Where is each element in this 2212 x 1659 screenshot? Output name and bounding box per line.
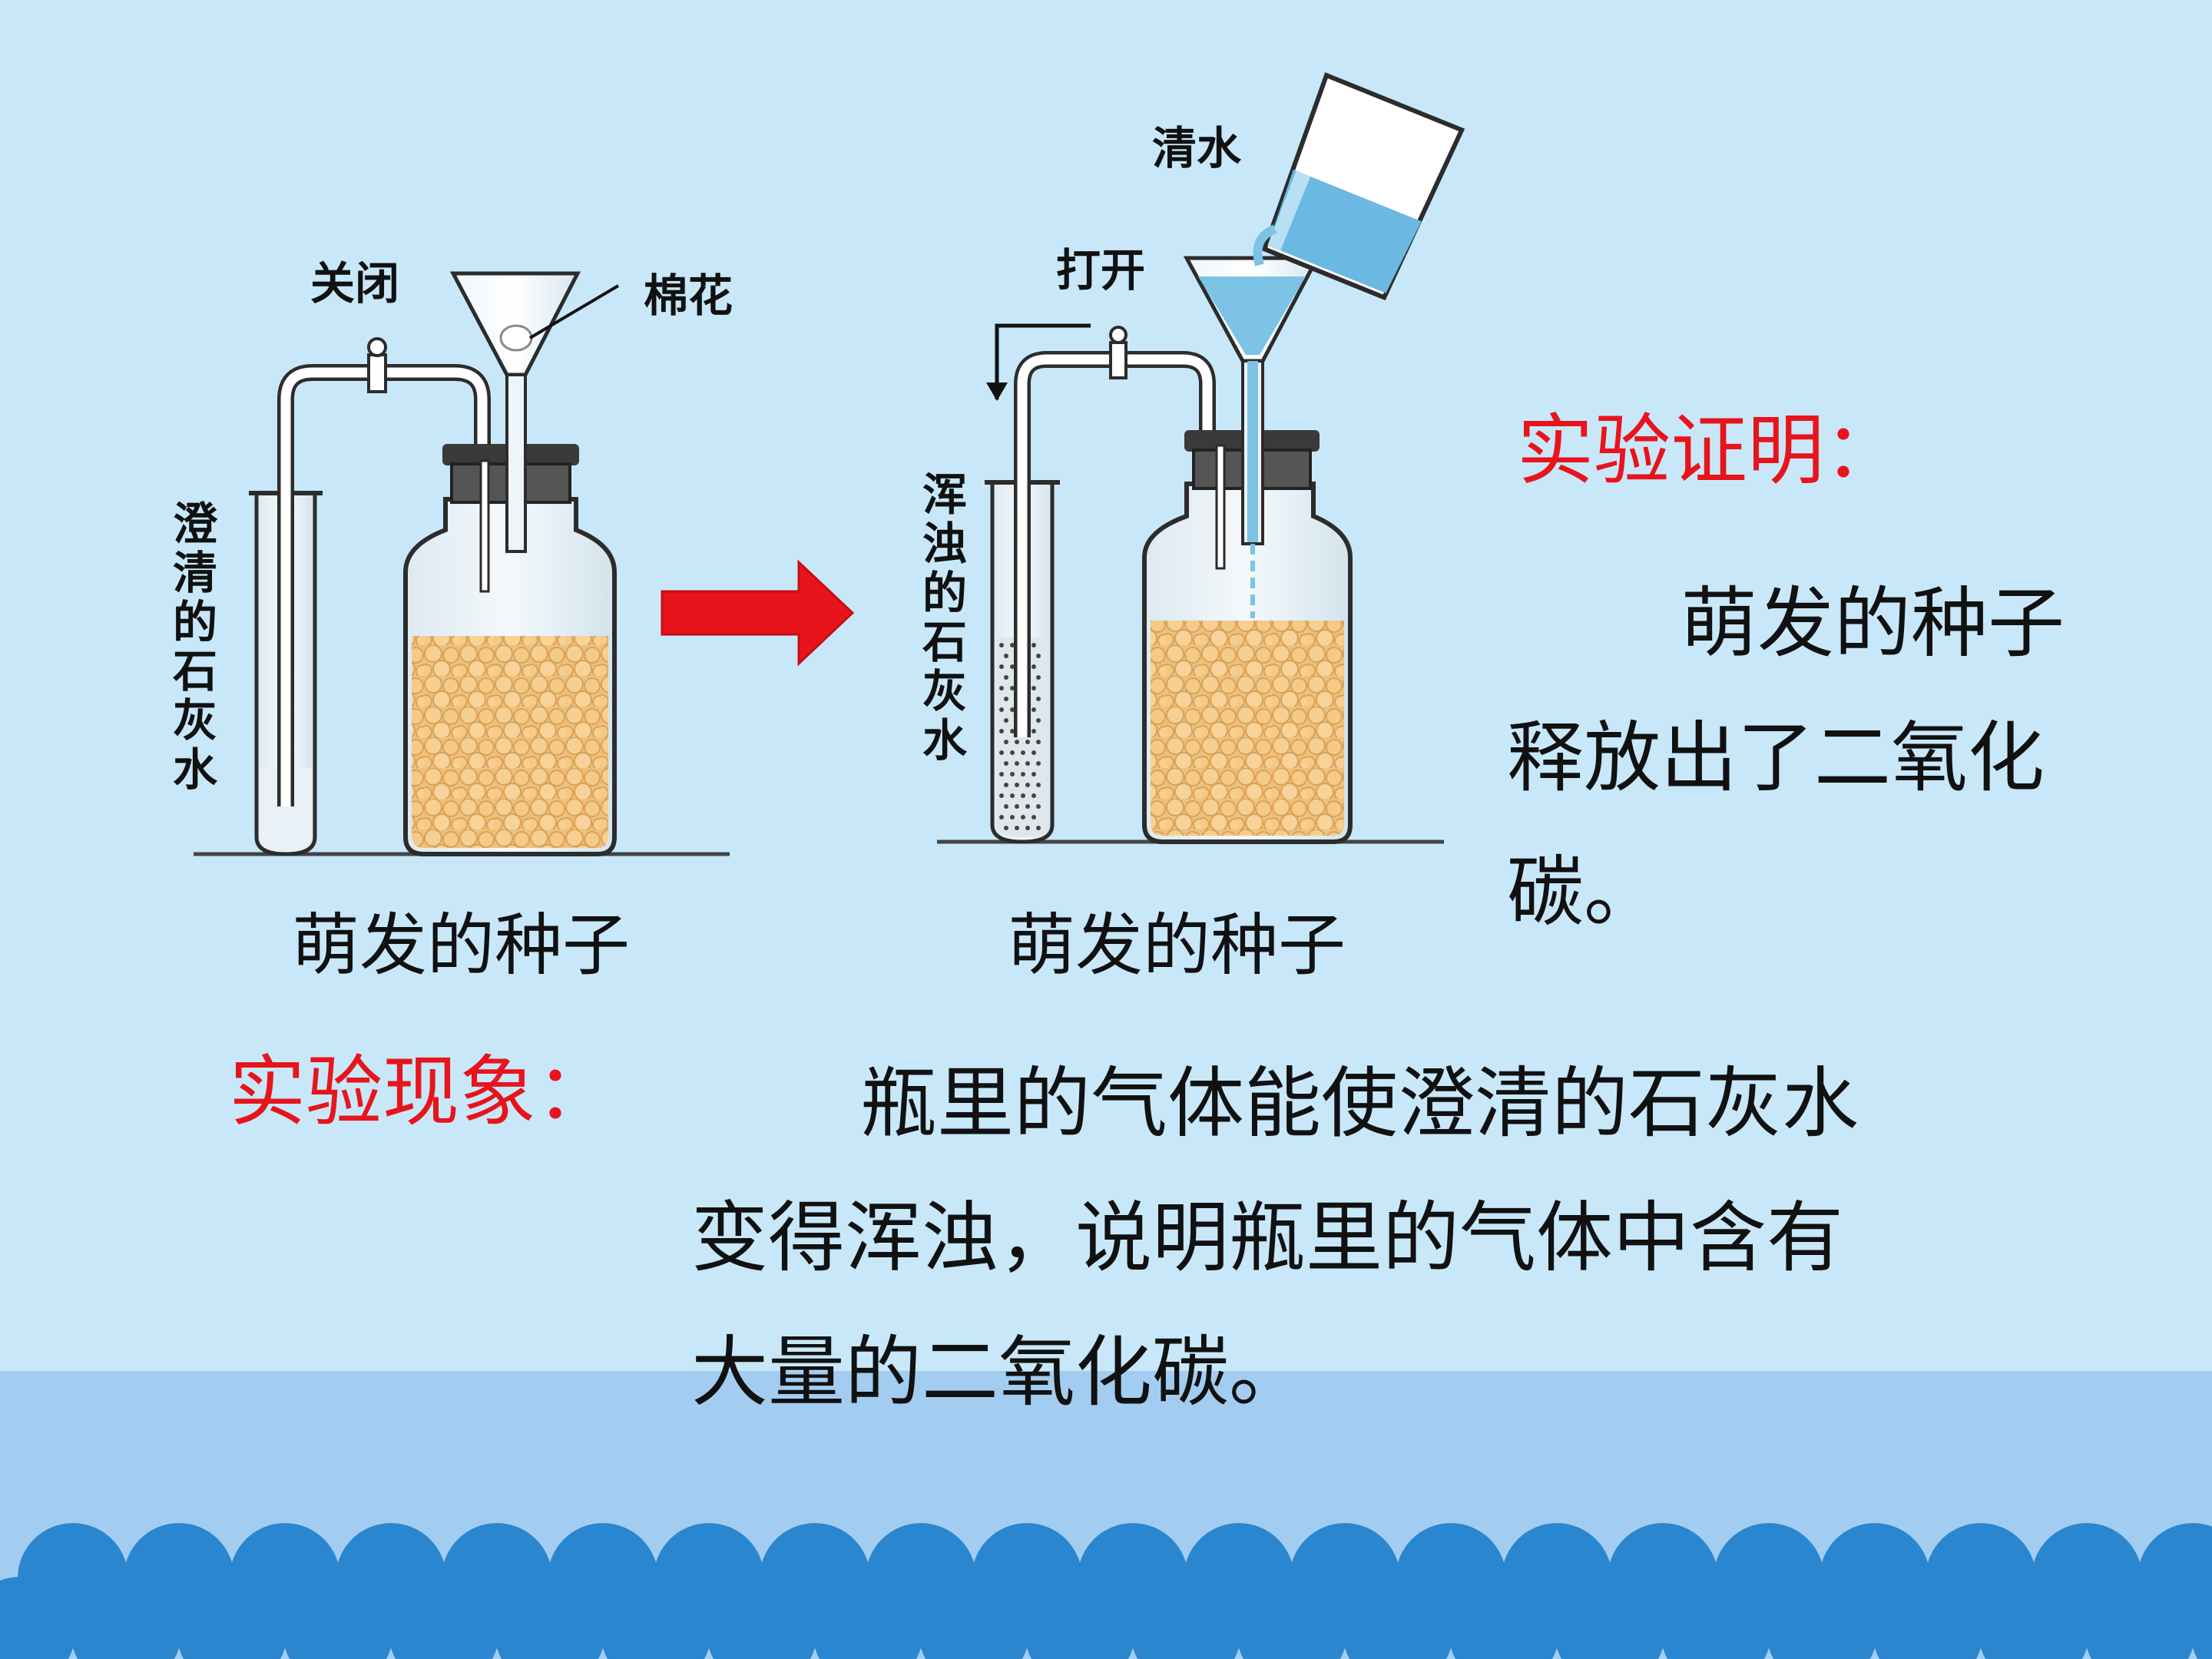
wave-scallop [1025,1577,1135,1659]
wave-scallop [1873,1577,1983,1659]
right-apparatus [937,72,1465,844]
proof-line-2: 释放出了二氧化 [1507,713,2045,803]
wave-scallop [177,1577,287,1659]
wave-decoration [0,1371,2212,1659]
wave-scallop [813,1577,923,1659]
valve-closed-label: 关闭 [310,257,400,310]
phenomenon-line-1: 瓶里的气体能使澄清的石灰水 [860,1058,1859,1148]
wave-scallop [495,1577,605,1659]
right-seeds-caption: 萌发的种子 [1008,906,1346,985]
left-bottle [403,497,617,856]
proof-line-3: 碳。 [1507,847,1661,937]
phenomenon-heading: 实验现象： [229,1047,613,1137]
wave-scallop [283,1577,393,1659]
clear-limewater-label: 澄清的石灰水 [172,498,217,796]
cotton-label: 棉花 [644,270,733,322]
left-apparatus [194,271,730,856]
wave-scallop [919,1577,1029,1659]
wave-scallop [2190,1588,2212,1659]
wave-scallop [2085,1577,2195,1659]
wave-scallop [1343,1577,1453,1659]
wave-scallop [1131,1577,1241,1659]
wave-scallop [71,1577,181,1659]
wave-scallop [1979,1577,2089,1659]
wave-scallop [707,1577,817,1659]
left-seeds-caption: 萌发的种子 [292,906,631,985]
wave-scallop [601,1577,711,1659]
left-funnel [449,271,581,553]
clear-water-label: 清水 [1152,122,1242,174]
right-funnel [1183,256,1321,545]
right-bottle [1142,482,1353,844]
wave-scallop [0,1577,75,1659]
wave-scallop [1661,1577,1771,1659]
red-arrow [661,559,855,667]
proof-heading: 实验证明： [1517,406,1901,495]
wave-scallop [1555,1577,1665,1659]
valve-open-label: 打开 [1056,244,1146,296]
cloudy-limewater-label: 浑浊的石灰水 [922,469,967,767]
wave-scallop [1237,1577,1347,1659]
wave-scallop [1767,1577,1877,1659]
water-beaker [1261,72,1465,301]
wave-scallop [389,1577,499,1659]
phenomenon-line-3: 大量的二氧化碳。 [691,1327,1306,1417]
proof-line-1: 萌发的种子 [1681,578,2065,668]
phenomenon-line-2: 变得浑浊，说明瓶里的气体中含有 [691,1193,1843,1283]
wave-scallop [1449,1577,1559,1659]
